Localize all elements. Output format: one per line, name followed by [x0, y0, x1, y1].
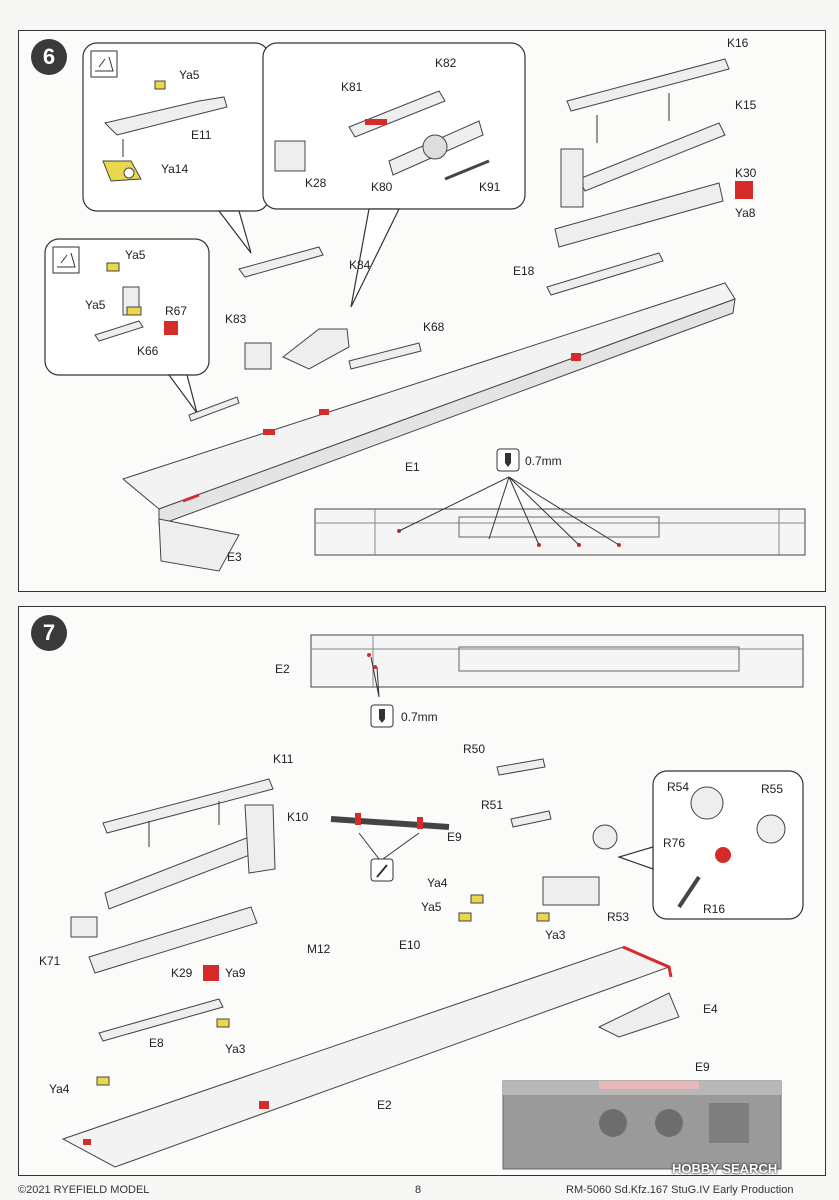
- label-k29: K29: [171, 966, 193, 980]
- label-ya8: Ya8: [735, 206, 756, 220]
- hull-e2: [61, 945, 680, 1168]
- label-r53: R53: [607, 910, 629, 924]
- label-k82: K82: [435, 56, 457, 70]
- label-k30: K30: [735, 166, 757, 180]
- callout-k66: [44, 238, 210, 414]
- label-e4: E4: [703, 1002, 718, 1016]
- label-k66: K66: [137, 344, 159, 358]
- footer-copyright: ©2021 RYEFIELD MODEL: [18, 1184, 150, 1196]
- label-k28: K28: [305, 176, 327, 190]
- label-e2: E2: [275, 662, 290, 676]
- hull-e1: [121, 246, 736, 572]
- label-ya4: Ya4: [427, 876, 448, 890]
- label-r51: R51: [481, 798, 503, 812]
- label-ya3: Ya3: [225, 1042, 246, 1056]
- step-number: 6: [31, 39, 67, 75]
- label-k80: K80: [371, 180, 393, 194]
- label-k16: K16: [727, 36, 749, 50]
- footer-product: RM-5060 Sd.Kfz.167 StuG.IV Early Product…: [566, 1184, 794, 1196]
- label-drill-size: 0.7mm: [401, 710, 438, 724]
- label-k11: K11: [273, 752, 294, 766]
- label-e3: E3: [227, 550, 242, 564]
- label-k10: K10: [287, 810, 309, 824]
- label-ya9: Ya9: [225, 966, 246, 980]
- label-k84: K84: [349, 258, 371, 272]
- footer-page-number: 8: [415, 1184, 422, 1196]
- part-e9: [330, 813, 450, 882]
- label-k15: K15: [735, 98, 757, 112]
- label-ya3: Ya3: [545, 928, 566, 942]
- watermark: HOBBY SEARCH: [672, 1161, 778, 1176]
- label-m12: M12: [307, 942, 331, 956]
- label-e18: E18: [513, 264, 535, 278]
- label-e11: E11: [191, 128, 212, 142]
- step-6-diagram: Ya5 E11 Ya14 Ya5 Ya5 R67 K66: [44, 36, 806, 572]
- callout-e11: [82, 42, 270, 254]
- label-ya5: Ya5: [179, 68, 200, 82]
- label-r55: R55: [761, 782, 783, 796]
- label-k81: K81: [341, 80, 363, 94]
- label-k83: K83: [225, 312, 247, 326]
- label-drill-size: 0.7mm: [525, 454, 562, 468]
- inset-lamp: [617, 770, 804, 920]
- label-e8: E8: [149, 1036, 164, 1050]
- label-ya5: Ya5: [125, 248, 146, 262]
- label-r67: R67: [165, 304, 187, 318]
- label-r54: R54: [667, 780, 689, 794]
- label-e9: E9: [447, 830, 462, 844]
- step-7-panel: 7 E2 0.7mm K11 K10: [18, 606, 826, 1176]
- label-e10: E10: [399, 938, 421, 952]
- label-ya5: Ya5: [421, 900, 442, 914]
- label-ya5: Ya5: [85, 298, 106, 312]
- label-k91: K91: [479, 180, 501, 194]
- step-6-panel: 6 Ya5 E11 Ya14 Ya5 Y: [18, 30, 826, 592]
- label-r50: R50: [463, 742, 485, 756]
- label-k71: K71: [39, 954, 61, 968]
- parts-k15-k16: [554, 58, 753, 248]
- step-number: 7: [31, 615, 67, 651]
- underside-view-e2: [310, 634, 804, 698]
- label-e2: E2: [377, 1098, 392, 1112]
- label-k68: K68: [423, 320, 445, 334]
- label-r16: R16: [703, 902, 725, 916]
- drill-icon: [370, 704, 394, 728]
- drill-icon: [496, 448, 520, 472]
- label-e1: E1: [405, 460, 420, 474]
- step-7-diagram: E2 0.7mm K11 K10 E9 R50: [39, 634, 804, 1170]
- parts-k10-k11: [88, 778, 276, 974]
- label-r76: R76: [663, 836, 685, 850]
- label-ya14: Ya14: [161, 162, 188, 176]
- label-e9: E9: [695, 1060, 710, 1074]
- underside-view-e1: [314, 476, 806, 556]
- label-ya4: Ya4: [49, 1082, 70, 1096]
- callout-k80: [262, 42, 526, 308]
- reference-photo: [502, 1080, 782, 1170]
